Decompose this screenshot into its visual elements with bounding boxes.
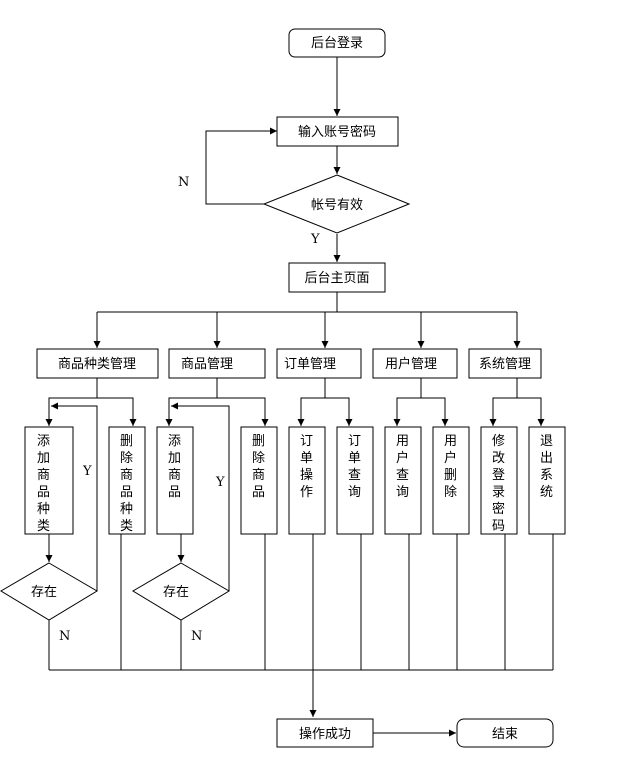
- node-category-mgmt-label: 商品种类管理: [58, 357, 136, 372]
- edge-label-prod-no: N: [191, 629, 202, 644]
- edge-user-to-delete: [421, 397, 449, 426]
- node-order-query: 订单查询: [336, 426, 374, 535]
- edge-prod-exists-yes-loop: [171, 402, 230, 591]
- node-add-product: 添加商品: [156, 426, 194, 535]
- edge-label-cat-yes: Y: [82, 464, 92, 479]
- node-system-mgmt-label: 系统管理: [479, 357, 531, 372]
- node-success-label: 操作成功: [299, 726, 351, 742]
- node-change-password-label: 修改登录密码: [492, 434, 505, 534]
- node-add-category: 添加商品种类: [24, 426, 74, 535]
- node-system-mgmt: 系统管理: [468, 348, 542, 379]
- node-order-query-label: 订单查询: [348, 434, 361, 500]
- node-input-account: 输入账号密码: [276, 116, 399, 147]
- edge-system-to-exit: [517, 397, 545, 426]
- decision-product-exists-label: 存在: [163, 585, 189, 600]
- node-user-mgmt-label: 用户管理: [385, 356, 437, 372]
- node-main-page: 后台主页面: [288, 262, 386, 293]
- node-user-mgmt: 用户管理: [372, 348, 458, 379]
- decision-account-valid: 帐号有效: [262, 174, 411, 234]
- node-order-mgmt-label: 订单管理: [284, 357, 336, 372]
- node-login: 后台登录: [288, 28, 386, 58]
- node-order-operation: 订单操作: [288, 426, 326, 535]
- node-main-page-label: 后台主页面: [304, 271, 369, 286]
- edge-label-invalid: N: [178, 175, 189, 190]
- edge-order-to-operation: [297, 378, 326, 426]
- node-change-password: 修改登录密码: [480, 426, 518, 535]
- node-success: 操作成功: [276, 718, 374, 748]
- node-end: 结束: [456, 718, 554, 748]
- node-delete-product-label: 删除商品: [252, 434, 265, 500]
- node-product-mgmt: 商品管理: [168, 348, 266, 379]
- edge-label-valid: Y: [310, 232, 320, 247]
- edge-category-to-delete: [97, 397, 137, 426]
- edge-label-cat-no: N: [59, 629, 70, 644]
- decision-category-exists-label: 存在: [31, 585, 57, 600]
- decision-account-valid-label: 帐号有效: [311, 198, 363, 213]
- edge-product-to-delete: [217, 397, 269, 426]
- node-exit-system: 退出系统: [528, 426, 566, 535]
- node-login-label: 后台登录: [311, 36, 363, 51]
- node-delete-category-label: 删除商品种类: [120, 434, 133, 534]
- node-end-label: 结束: [492, 727, 518, 742]
- node-order-mgmt: 订单管理: [276, 348, 362, 379]
- edge-user-to-query: [393, 378, 422, 426]
- node-category-mgmt: 商品种类管理: [36, 348, 159, 379]
- node-add-category-label: 添加商品种类: [37, 434, 50, 534]
- decision-category-exists: 存在: [0, 562, 98, 621]
- edge-order-to-query: [325, 397, 353, 426]
- edge-category-to-add: [45, 378, 98, 426]
- node-user-delete: 用户删除: [432, 426, 470, 535]
- edge-product-to-add: [165, 378, 218, 426]
- decision-product-exists: 存在: [132, 562, 230, 621]
- node-delete-category: 删除商品种类: [108, 426, 146, 535]
- edge-label-prod-yes: Y: [215, 475, 225, 490]
- node-exit-system-label: 退出系统: [540, 434, 553, 500]
- node-user-delete-label: 用户删除: [444, 434, 457, 500]
- node-user-query-label: 用户查询: [396, 434, 409, 500]
- node-order-operation-label: 订单操作: [300, 434, 313, 500]
- edge-cat-exists-yes-loop: [51, 402, 98, 591]
- edge-invalid-loop: [205, 127, 277, 205]
- node-delete-product: 删除商品: [240, 426, 278, 535]
- connectors: [45, 57, 554, 737]
- node-add-product-label: 添加商品: [168, 434, 181, 500]
- node-product-mgmt-label: 商品管理: [181, 357, 233, 372]
- node-input-account-label: 输入账号密码: [298, 124, 376, 140]
- node-user-query: 用户查询: [384, 426, 422, 535]
- edge-system-to-password: [489, 378, 518, 426]
